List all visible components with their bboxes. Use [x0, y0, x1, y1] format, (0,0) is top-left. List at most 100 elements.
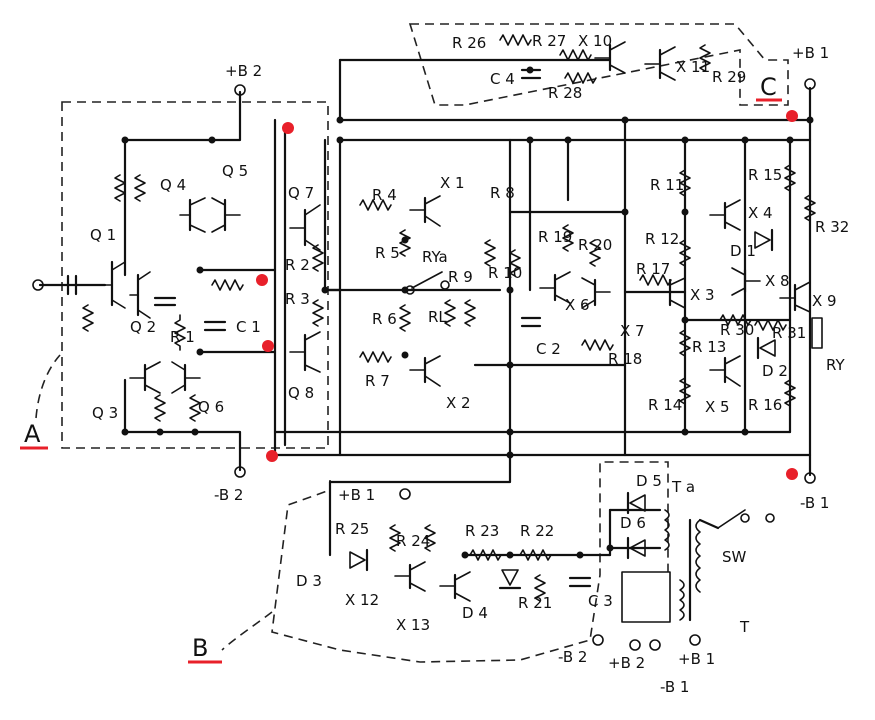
transistor-x9 — [779, 281, 811, 313]
resistor-r1 — [174, 314, 186, 351]
diode-d2 — [756, 336, 776, 360]
resistor-r14 — [679, 377, 691, 405]
label-r19: R 19 — [538, 228, 572, 246]
label-x3: X 3 — [690, 286, 715, 304]
diode-d1 — [754, 228, 774, 252]
resistor-q6-bias — [189, 394, 201, 422]
red-marker-top-right — [786, 110, 798, 122]
label-neg-b1-bottom: -B 1 — [660, 678, 689, 696]
label-pos-b2-bottom: +B 2 — [608, 654, 645, 672]
resistor-q1-bias-2 — [134, 174, 146, 202]
resistor-r2 — [312, 244, 324, 272]
transistor-q1 — [99, 260, 126, 309]
region-c-boundary — [408, 23, 789, 106]
capacitor-symbols — [66, 68, 592, 588]
transistor-q6 — [171, 361, 201, 394]
resistor-input — [82, 304, 94, 332]
label-x2: X 2 — [446, 394, 471, 412]
label-r6: R 6 — [372, 310, 397, 328]
label-region-c: C — [760, 73, 777, 101]
diode-d3 — [349, 548, 369, 572]
red-marker-top-left — [282, 122, 294, 134]
label-neg-b2-bottom: -B 2 — [558, 648, 587, 666]
resistor-r5 — [399, 229, 411, 257]
resistor-r11 — [679, 169, 691, 197]
label-r4: R 4 — [372, 186, 397, 204]
input-terminal — [32, 279, 44, 291]
junction-dots — [121, 66, 814, 559]
label-q5: Q 5 — [222, 162, 248, 180]
label-rl: RL — [428, 308, 447, 326]
transistor-q8 — [289, 331, 321, 373]
transformer-t — [621, 518, 701, 623]
resistor-r23 — [469, 549, 502, 561]
resistor-r20 — [589, 239, 601, 267]
capacitor-input — [66, 274, 78, 296]
resistor-r25 — [389, 524, 401, 552]
transistor-x13 — [439, 571, 471, 602]
label-r32: R 32 — [815, 218, 849, 236]
diode-d6 — [626, 536, 646, 560]
red-marker-bottom-left — [266, 450, 278, 462]
resistor-r15 — [784, 164, 796, 192]
label-region-b: B — [192, 634, 208, 662]
label-r9: R 9 — [448, 268, 473, 286]
transistor-x10 — [594, 41, 626, 74]
resistor-r26 — [499, 34, 532, 46]
region-b-boundary — [271, 461, 669, 663]
relay-and-power — [32, 78, 823, 651]
terminal-neg-b2-bottom — [592, 634, 604, 646]
label-r13: R 13 — [692, 338, 726, 356]
terminal-pos-b2-top — [234, 84, 246, 96]
region-a-leader — [35, 354, 61, 419]
label-c2: C 2 — [536, 340, 561, 358]
label-x6: X 6 — [565, 296, 590, 314]
label-r5: R 5 — [375, 244, 400, 262]
label-r20: R 20 — [578, 236, 612, 254]
label-r12: R 12 — [645, 230, 679, 248]
resistor-r22 — [519, 549, 552, 561]
resistor-r19 — [562, 224, 574, 252]
resistor-r21 — [534, 574, 546, 602]
label-pos-b1-bottom: +B 1 — [678, 650, 715, 668]
label-d4: D 4 — [462, 604, 488, 622]
label-q3: Q 3 — [92, 404, 118, 422]
label-r10: R 10 — [488, 264, 522, 282]
label-d1: D 1 — [730, 242, 756, 260]
label-x13: X 13 — [396, 616, 430, 634]
label-r15: R 15 — [748, 166, 782, 184]
label-q1: Q 1 — [90, 226, 116, 244]
resistor-r3 — [312, 299, 324, 327]
transistor-q2 — [129, 271, 151, 319]
resistor-r18 — [581, 339, 614, 351]
label-r2: R 2 — [285, 256, 310, 274]
label-r1: R 1 — [170, 328, 195, 346]
label-rya: RYa — [422, 248, 448, 266]
resistors — [82, 34, 816, 602]
label-x9: X 9 — [812, 292, 837, 310]
label-q2: Q 2 — [130, 318, 156, 336]
capacitor-q2 — [153, 296, 177, 307]
label-r25: R 25 — [335, 520, 369, 538]
label-c4: C 4 — [490, 70, 515, 88]
label-r24: R 24 — [396, 532, 430, 550]
resistor-q3-bias — [154, 394, 166, 422]
region-b-leader — [221, 611, 273, 651]
resistor-r8 — [484, 239, 496, 267]
label-x4: X 4 — [748, 204, 773, 222]
resistor-q1-feedback — [211, 279, 244, 291]
label-r26: R 26 — [452, 34, 486, 52]
label-x12: X 12 — [345, 591, 379, 609]
transistor-x5 — [709, 355, 741, 387]
resistor-r7 — [359, 351, 392, 363]
label-q6: Q 6 — [198, 398, 224, 416]
label-r11: R 11 — [650, 176, 684, 194]
resistor-r27 — [559, 49, 592, 61]
terminal-pos-b1-top — [804, 78, 816, 90]
label-r28: R 28 — [548, 84, 582, 102]
transformer-ta — [664, 509, 670, 551]
label-x7: X 7 — [620, 322, 645, 340]
region-a-boundary — [61, 101, 329, 449]
diode-d5 — [626, 491, 646, 515]
red-markers — [20, 98, 798, 664]
